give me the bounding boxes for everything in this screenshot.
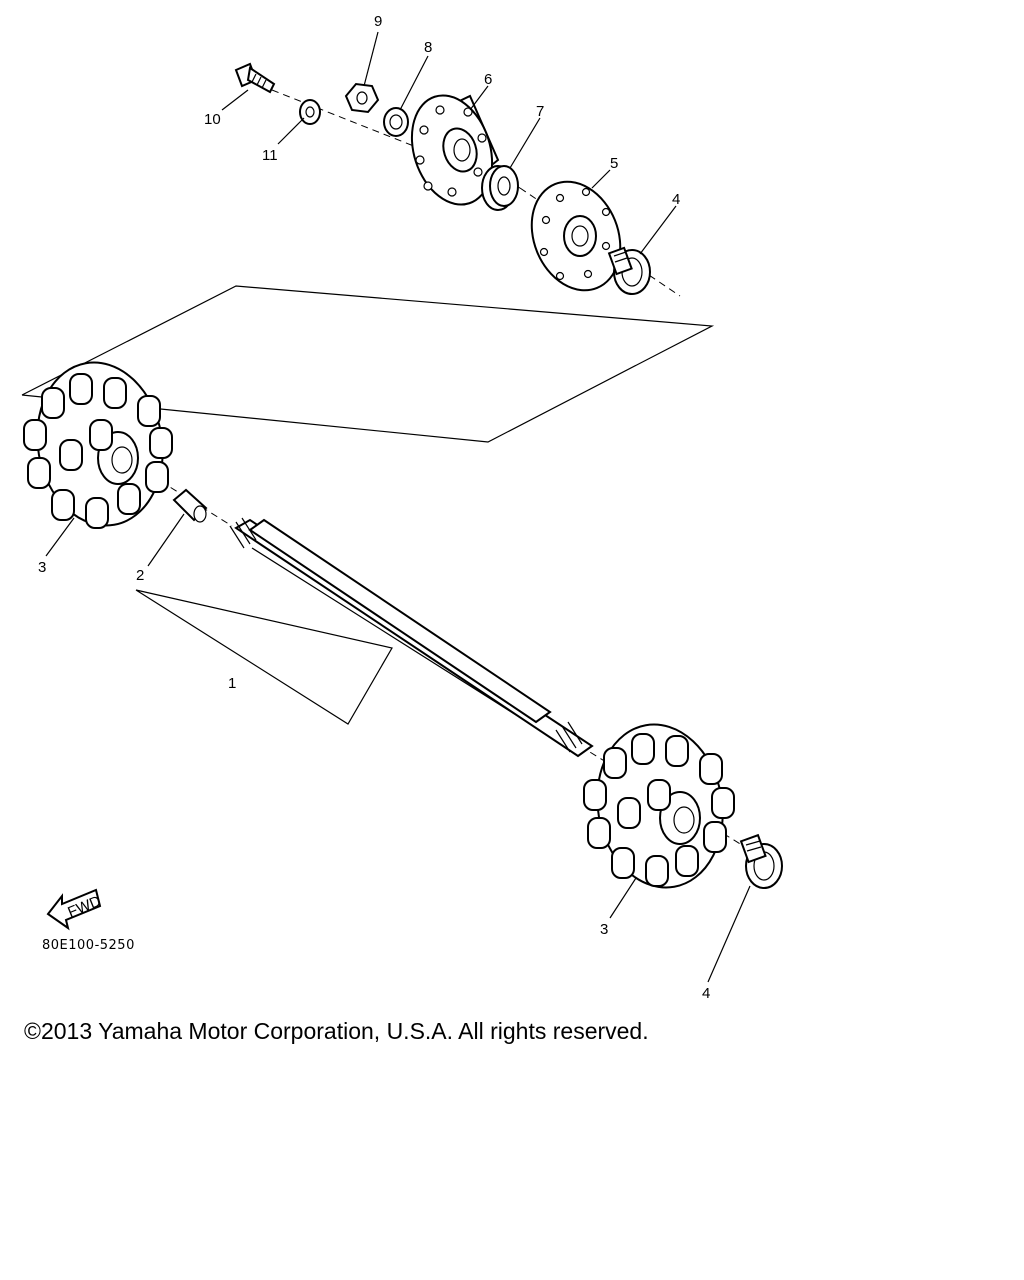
leader-11 xyxy=(277,117,305,145)
leader-6 xyxy=(469,85,489,111)
svg-text:FWD: FWD xyxy=(65,893,103,922)
forward-arrow-icon: FWD xyxy=(46,888,104,931)
leader-2 xyxy=(147,513,185,567)
copyright-notice: ©2013 Yamaha Motor Corporation, U.S.A. A… xyxy=(24,1018,649,1044)
leader-7 xyxy=(509,117,541,169)
leader-10 xyxy=(221,89,249,111)
shaft-part-1 xyxy=(229,517,594,758)
leader-4b xyxy=(707,885,751,983)
washer-part-11 xyxy=(299,99,321,125)
leader-5 xyxy=(591,169,611,189)
leader-9 xyxy=(363,31,379,87)
hub-flange-part-6 xyxy=(410,94,500,206)
callout-9: 9 xyxy=(374,13,382,30)
callout-5: 5 xyxy=(610,155,618,172)
shaft-group-bracket xyxy=(135,589,393,725)
bolt-part-10 xyxy=(234,62,276,94)
clamp-part-4-upper xyxy=(607,246,651,295)
callout-4-lower: 4 xyxy=(702,985,710,1002)
leader-4a xyxy=(639,205,677,255)
callout-2: 2 xyxy=(136,567,144,584)
leader-3b xyxy=(609,877,637,919)
sprocket-part-3-right xyxy=(583,723,735,889)
bearing-part-7 xyxy=(481,165,519,211)
sprocket-part-3-left xyxy=(23,361,173,529)
leader-8 xyxy=(399,55,429,111)
drawing-code: 80E100-5250 xyxy=(42,938,135,953)
callout-3-left: 3 xyxy=(38,559,46,576)
plate-part-5 xyxy=(530,180,622,292)
callout-3-right: 3 xyxy=(600,921,608,938)
callout-11: 11 xyxy=(262,147,278,164)
upper-group-bracket xyxy=(21,285,715,443)
leader-3a xyxy=(45,517,75,557)
callout-10: 10 xyxy=(204,111,221,128)
seal-part-8 xyxy=(383,107,409,137)
callout-6: 6 xyxy=(484,71,492,88)
callout-4-upper: 4 xyxy=(672,191,680,208)
callout-1: 1 xyxy=(228,675,236,692)
callout-8: 8 xyxy=(424,39,432,56)
clamp-part-4-lower xyxy=(739,833,783,889)
exploded-parts-diagram: 1 2 3 3 4 4 5 6 7 8 9 10 11 FWD xyxy=(21,13,783,1002)
callout-7: 7 xyxy=(536,103,544,120)
nut-part-9 xyxy=(344,82,380,114)
collar-part-2 xyxy=(172,488,208,523)
